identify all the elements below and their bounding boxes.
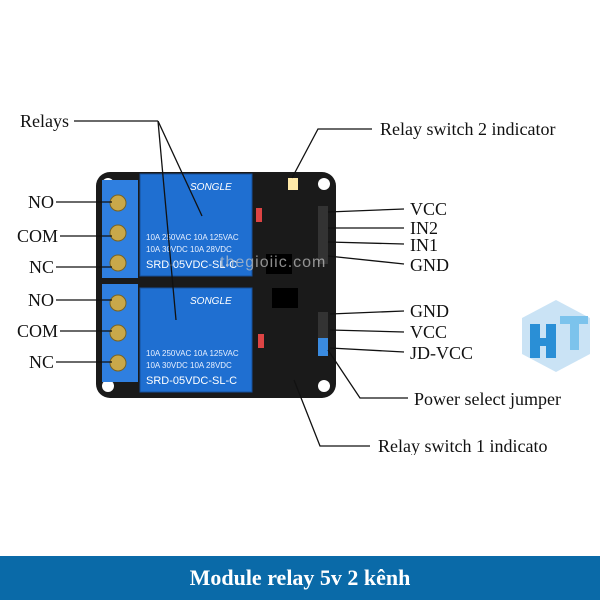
caption-text: Module relay 5v 2 kênh bbox=[189, 565, 411, 590]
jumper-cap bbox=[318, 338, 328, 356]
label-vcc-bottom: VCC bbox=[410, 322, 448, 342]
led-relay2 bbox=[288, 178, 298, 190]
relay-bottom-model: SRD-05VDC-SL-C bbox=[146, 375, 237, 387]
label-relay1-indicator: Relay switch 1 indicato bbox=[378, 437, 548, 455]
relay-bottom-spec1: 10A 250VAC 10A 125VAC bbox=[146, 349, 239, 358]
pin-header-input bbox=[318, 206, 328, 264]
relay-top-spec2: 10A 30VDC 10A 28VDC bbox=[146, 245, 232, 254]
relay-bottom-brand: SONGLE bbox=[190, 296, 232, 307]
brand-logo bbox=[522, 300, 590, 372]
label-no-top: NO bbox=[28, 192, 54, 212]
label-com-top: COM bbox=[16, 226, 58, 246]
relay-top-model: SRD-05VDC-SL-C bbox=[146, 259, 237, 271]
label-vcc-top: VCC bbox=[410, 199, 448, 219]
watermark: thegioiic.com bbox=[220, 254, 327, 271]
label-in2: IN2 bbox=[410, 218, 438, 238]
resistor-1 bbox=[256, 208, 262, 222]
mount-hole-tr bbox=[318, 178, 330, 190]
relay-bottom-spec2: 10A 30VDC 10A 28VDC bbox=[146, 361, 232, 370]
label-no-bottom: NO bbox=[28, 290, 54, 310]
relay-bottom: SONGLE 10A 250VAC 10A 125VAC 10A 30VDC 1… bbox=[139, 287, 253, 393]
label-gnd-bottom: GND bbox=[410, 301, 449, 321]
leader-lines bbox=[56, 120, 408, 447]
optocoupler-1 bbox=[266, 254, 292, 274]
label-gnd-top: GND bbox=[410, 255, 449, 275]
label-jd-vcc: JD-VCC bbox=[410, 343, 474, 363]
relay-top-brand: SONGLE bbox=[190, 182, 232, 193]
label-relay2-indicator: Relay switch 2 indicator bbox=[380, 119, 556, 139]
caption-bar: Module relay 5v 2 kênh bbox=[0, 556, 600, 600]
pin-header-power bbox=[318, 312, 328, 356]
optocoupler-2 bbox=[272, 288, 298, 308]
resistor-2 bbox=[258, 334, 264, 348]
label-relays: Relays bbox=[20, 111, 69, 131]
terminal-block-bottom bbox=[102, 284, 138, 382]
label-nc-bottom: NC bbox=[28, 352, 54, 372]
label-com-bottom: COM bbox=[16, 321, 58, 341]
mount-hole-br bbox=[318, 380, 330, 392]
label-power-jumper: Power select jumper bbox=[414, 389, 561, 409]
label-nc-top: NC bbox=[28, 257, 54, 277]
terminal-block-top bbox=[102, 180, 138, 278]
relay-top-spec1: 10A 250VAC 10A 125VAC bbox=[146, 233, 239, 242]
mount-hole-bl bbox=[102, 380, 114, 392]
label-in1: IN1 bbox=[410, 235, 438, 255]
relay-top: SONGLE 10A 250VAC 10A 125VAC 10A 30VDC 1… bbox=[139, 173, 253, 277]
